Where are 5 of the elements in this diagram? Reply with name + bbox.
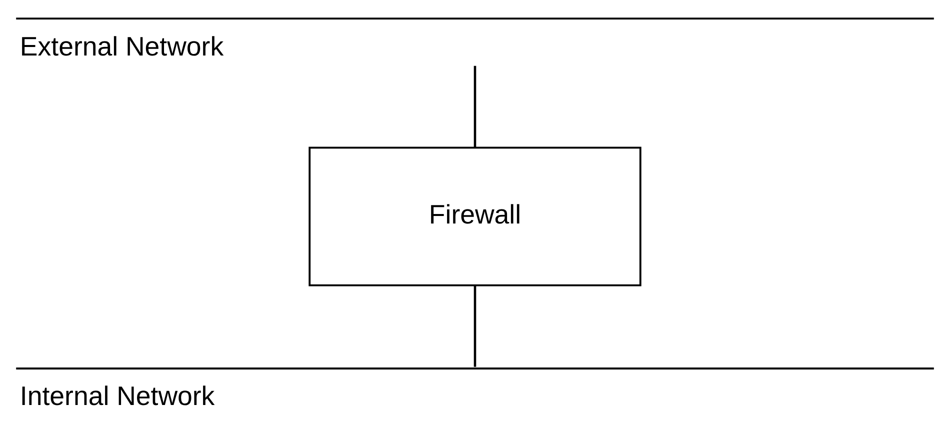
node-text: External Network (20, 31, 224, 62)
connector (474, 66, 476, 148)
connector (474, 286, 476, 367)
node-box: Firewall (308, 146, 642, 286)
node-text: Internal Network (20, 381, 215, 412)
